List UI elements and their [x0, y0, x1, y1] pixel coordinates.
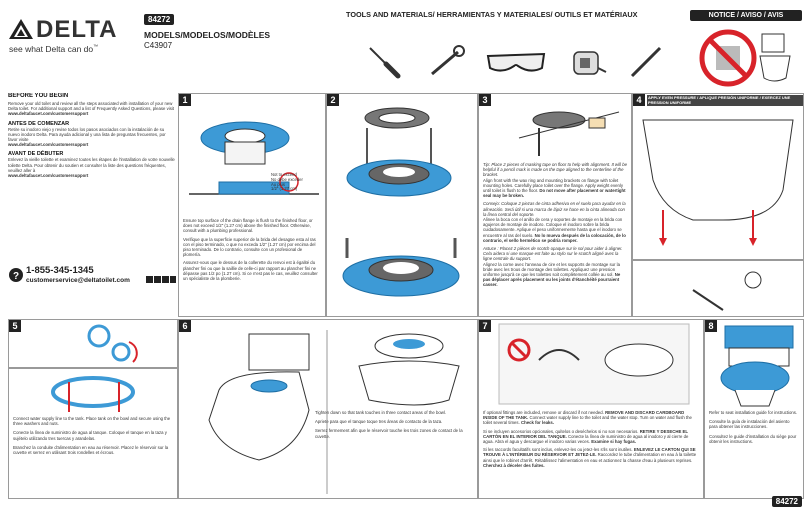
model-number: C43907: [144, 41, 173, 50]
alignment-illustration: [518, 111, 620, 156]
step-3-text-en: Align front with the wax ring and mounti…: [483, 177, 626, 199]
screwdriver-icon: [369, 47, 401, 79]
step-1-callout: Not to exceed No debe exceder Au plus 1/…: [271, 172, 303, 192]
step-1-text-es: Verifique que la superficie superior de …: [183, 236, 316, 258]
delta-logo: DELTA see what Delta can do™: [8, 14, 128, 54]
brand-tagline: see what Delta can do™: [9, 44, 99, 54]
model-title: MODELS/MODELOS/MODÈLES: [144, 30, 271, 40]
tools-heading: TOOLS AND MATERIALS/ HERRAMIENTAS Y MATE…: [346, 10, 638, 19]
before-title-en: BEFORE YOU BEGIN: [8, 93, 69, 99]
step-2-number: 2: [327, 94, 339, 106]
step-2-panel: 2: [326, 93, 478, 317]
step-4-number: 4: [633, 94, 645, 106]
wax-ring-bolts-illustration: [342, 107, 460, 297]
step-3-text: Tip: Place 2 pieces of masking tape on f…: [483, 162, 627, 288]
step-8-number: 8: [705, 320, 717, 332]
before-body-en: Remove your old toilet and review all th…: [8, 101, 174, 112]
notice-heading: NOTICE / AVISO / AVIS: [690, 10, 802, 21]
tank-connection-illustration: [9, 324, 177, 412]
toilet-pressure-illustration: [633, 119, 803, 311]
step-8-text-en: Refer to seat installation guide for ins…: [709, 410, 798, 415]
wrench-icon: [431, 45, 465, 76]
tools-section: TOOLS AND MATERIALS/ HERRAMIENTAS Y MATE…: [346, 10, 672, 90]
tank-tightening-illustration: [208, 330, 460, 494]
step-6-text-es: Apriete para que el tanque toque tres ár…: [315, 419, 443, 425]
step-6-number: 6: [179, 320, 191, 332]
step-7-number: 7: [479, 320, 491, 332]
step-8-text-es: Consulte la guía de instalación del asie…: [709, 419, 790, 430]
before-title-fr: AVANT DE DÉBUTER: [8, 151, 64, 158]
step-1-text-en: Ensure top surface of the drain flange i…: [183, 218, 313, 234]
step-1-text: Ensure top surface of the drain flange i…: [183, 218, 321, 281]
before-url-es[interactable]: www.deltafaucet.com/customersupport: [8, 142, 89, 148]
step-6-text-fr: Serrez fermement afin que le réservoir t…: [315, 428, 463, 439]
step-7-panel: 7 If optional fittings are included, rem…: [478, 319, 704, 499]
step-5-number: 5: [9, 320, 21, 332]
before-body-es: Retire su inodoro viejo y revise todos l…: [8, 126, 166, 143]
step-3-tip-en: Tip: Place 2 pieces of masking tape on f…: [483, 162, 627, 178]
step-4-banner: APPLY EVEN PRESSURE / APLIQUE PRESIÓN UN…: [647, 95, 803, 107]
step-1-number: 1: [179, 94, 191, 106]
step-3-panel: 3 Tip: Place 2 pieces of masking tape on…: [478, 93, 632, 317]
step-6-text: Tighten down so that tank touches in thr…: [315, 410, 471, 439]
seat-installation-illustration: [720, 325, 794, 407]
footer-model-code: 84272: [771, 496, 802, 507]
before-body-fr: Enlevez la vieille toilette et examinez …: [8, 157, 175, 173]
no-flush-warning-icon: [699, 29, 791, 87]
drain-flange-illustration: [189, 121, 319, 195]
model-block: 84272 MODELS/MODELOS/MODÈLES C43907: [144, 14, 304, 64]
brand-name: DELTA: [36, 16, 118, 43]
step-5-text-es: Conecte la línea de suministro de agua a…: [13, 430, 167, 441]
step-3-tip-fr: Astuce : Placez 2 pièces de scotch opaqu…: [483, 246, 623, 262]
step-1-text-fr: Assurez-vous que le dessus de la collere…: [183, 260, 318, 282]
before-title-es: ANTES DE COMENZAR: [8, 120, 70, 127]
help-icon: ?: [9, 268, 23, 282]
svg-text:?: ?: [13, 271, 19, 282]
step-5-text: Connect water supply line to the tank. P…: [13, 416, 173, 455]
before-you-begin-panel: BEFORE YOU BEGIN Remove your old toilet …: [8, 93, 176, 315]
step-3-tip-es: Consejo: Coloque 2 piezas de cinta adhes…: [483, 201, 626, 217]
notice-panel: NOTICE / AVISO / AVIS: [690, 10, 802, 92]
step-1-panel: 1 Not to exceed No debe exceder Au plus …: [178, 93, 326, 317]
step-7-text-en: If optional fittings are included, remov…: [483, 410, 692, 426]
step-3-text-fr: Alignez la corne avec l'anneau de cire e…: [483, 261, 621, 288]
step-7-text-fr: Si les raccords facultatifs sont inclus,…: [483, 447, 697, 468]
step-3-number: 3: [479, 94, 491, 106]
before-url-fr[interactable]: www.deltafaucet.com/customersupport: [8, 173, 89, 179]
step-6-text-en: Tighten down so that tank touches in thr…: [315, 410, 446, 415]
step-5-text-fr: Branchez la conduite d'alimentation en e…: [13, 444, 169, 456]
social-icons: [146, 276, 176, 283]
step-6-panel: 6 Tighten down so that tank touches in t…: [178, 319, 478, 499]
step-5-text-en: Connect water supply line to the tank. P…: [13, 416, 171, 427]
step-7-text-es: Si se incluyen accesorios opcionales, qu…: [483, 428, 689, 445]
step-4-panel: 4 APPLY EVEN PRESSURE / APLIQUE PRESIÓN …: [632, 93, 804, 317]
step-8-panel: 8 Refer to seat installation guide for i…: [704, 319, 804, 499]
measuring-tape-icon: [573, 51, 607, 75]
delta-triangle-icon: [9, 19, 33, 39]
support-email[interactable]: customerservice@deltatoilet.com: [26, 277, 130, 284]
step-3-text-es: Alinee la boca con el anillo de cera y s…: [483, 217, 626, 243]
phone-number[interactable]: 1-855-345-1345: [26, 265, 94, 276]
before-url-en[interactable]: www.deltafaucet.com/customersupport: [8, 111, 89, 117]
step-5-panel: 5 Connect water supply line to the tank.…: [8, 319, 178, 499]
safety-glasses-icon: [486, 52, 546, 72]
step-8-text-fr: Consultez le guide d'installation du siè…: [709, 433, 797, 444]
contact-block: ? 1-855-345-1345 customerservice@deltato…: [8, 265, 176, 305]
step-7-text: If optional fittings are included, remov…: [483, 410, 699, 468]
step-8-text: Refer to seat installation guide for ins…: [709, 410, 799, 444]
pencil-icon: [630, 46, 662, 78]
model-code-badge: 84272: [144, 14, 175, 25]
water-connection-illustration: [498, 323, 690, 405]
